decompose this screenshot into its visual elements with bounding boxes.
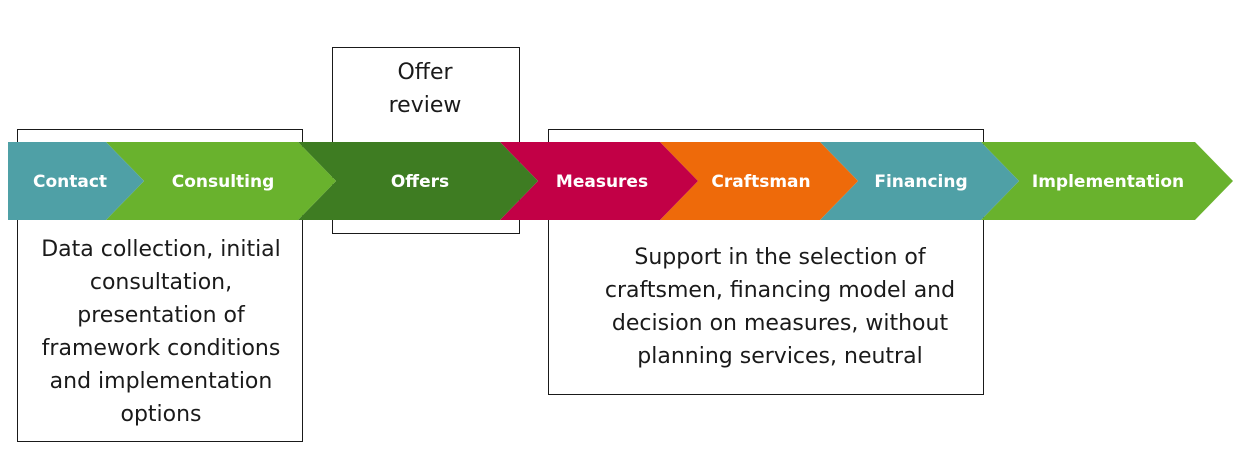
chevron-craftsman [660, 142, 858, 220]
step-label-craftsman: Craftsman [711, 172, 810, 192]
step-label-financing: Financing [874, 172, 967, 192]
step-label-consulting: Consulting [172, 172, 275, 192]
chevron-implementation [981, 142, 1233, 220]
note-contact-consulting: Data collection, initial consultation, p… [41, 237, 281, 427]
note-offers: Offer review [388, 60, 462, 118]
step-label-offers: Offers [391, 172, 449, 192]
step-label-contact: Contact [33, 172, 107, 192]
step-label-measures: Measures [556, 172, 648, 192]
step-label-implementation: Implementation [1032, 172, 1184, 192]
chevron-offers [298, 142, 538, 220]
chevron-consulting [106, 142, 336, 220]
chevron-measures [500, 142, 698, 220]
chevron-financing [820, 142, 1019, 220]
note-measures-financing: Support in the selection of craftsmen, f… [604, 245, 956, 369]
chevron-contact [8, 142, 144, 220]
